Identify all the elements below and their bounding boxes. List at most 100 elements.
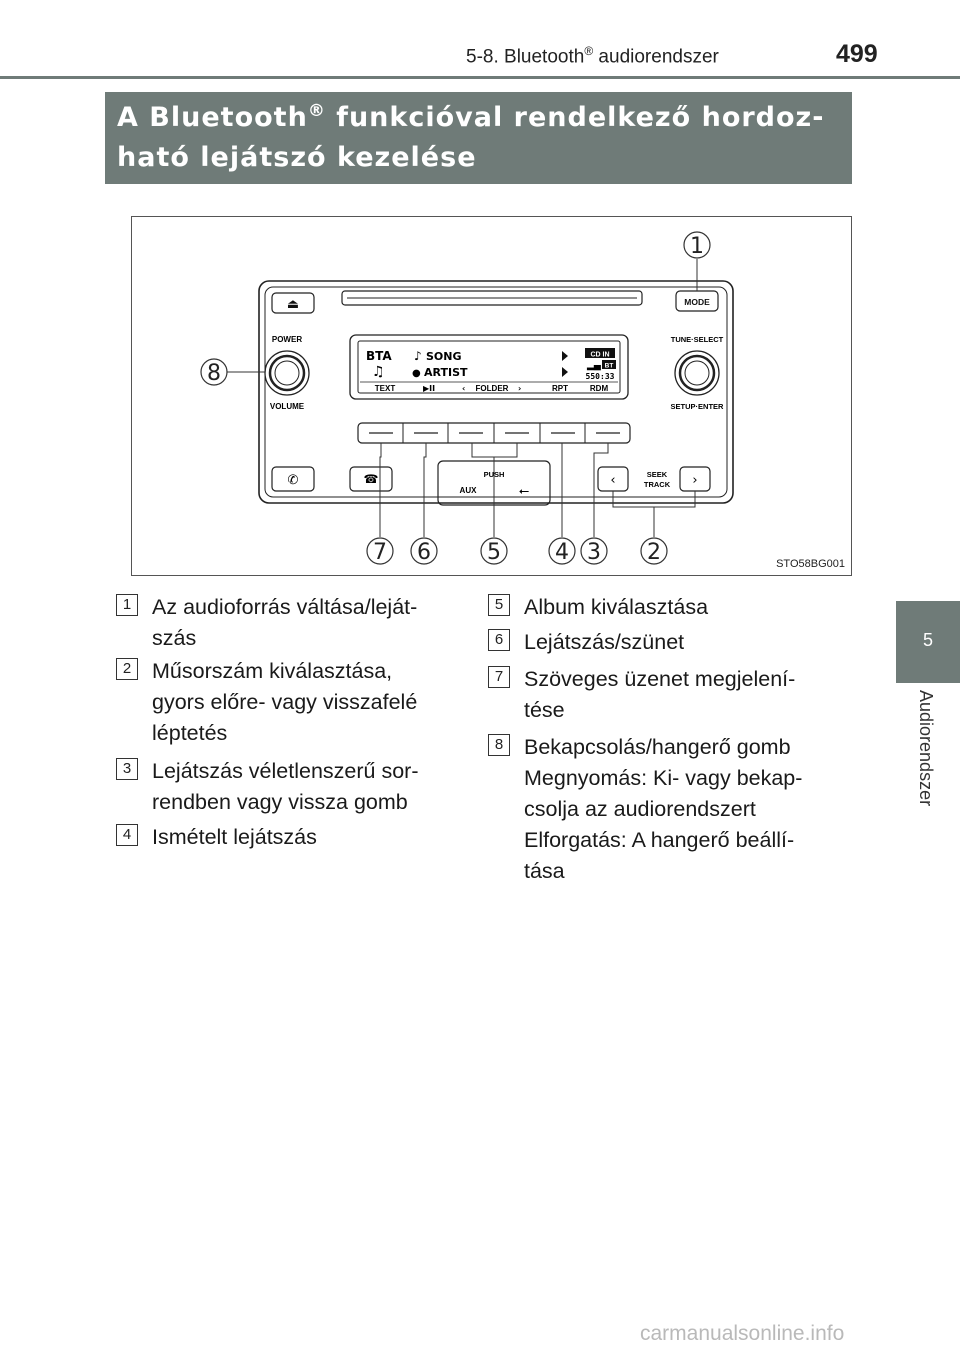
legend-text: Album kiválasztása xyxy=(524,595,709,619)
legend-text: Bekapcsolás/hangerő gomb Megnyomás: Ki- … xyxy=(524,735,803,883)
legend-text: Lejátszás véletlenszerű sor- rendben vag… xyxy=(152,759,419,814)
callout-1-circle xyxy=(683,231,711,259)
legend-number: 5 xyxy=(488,594,510,616)
volume-label: VOLUME xyxy=(270,402,305,411)
track-label: TRACK xyxy=(644,480,671,489)
chevron-left-icon: ‹ xyxy=(610,473,615,488)
callout-5-circle xyxy=(480,537,508,565)
banner-line-1: A Bluetooth® funkcióval rendelkező hordo… xyxy=(117,98,840,138)
folder-next-icon: › xyxy=(518,384,521,393)
header-divider xyxy=(0,76,960,79)
legend-item-8: 8 Bekapcsolás/hangerő gomb Megnyomás: Ki… xyxy=(488,732,848,887)
section-banner: A Bluetooth® funkcióval rendelkező hordo… xyxy=(105,92,852,184)
banner-title-part2: funkcióval rendelkező hordoz- xyxy=(325,102,825,133)
song-arrow-icon xyxy=(562,351,568,361)
watermark: carmanualsonline.info xyxy=(640,1322,845,1345)
display-song: SONG xyxy=(426,350,462,363)
display-screen xyxy=(357,340,621,394)
phone-hangup-icon: ☎ xyxy=(364,472,379,486)
mode-label: MODE xyxy=(684,297,710,307)
legend-number: 4 xyxy=(116,824,138,846)
callout-2-circle xyxy=(640,537,668,565)
faceplate-inner xyxy=(264,286,728,498)
display-artist: ARTIST xyxy=(424,366,468,379)
phone-pickup-icon: ✆ xyxy=(288,473,299,488)
legend-item-2: 2 Műsorszám kiválasztása, gyors előre- v… xyxy=(116,656,456,750)
softkey-label-play-pause: ▶II xyxy=(423,384,435,393)
legend-number: 6 xyxy=(488,629,510,651)
callout-2: 2 xyxy=(647,540,661,565)
softkey-label-text: TEXT xyxy=(375,384,396,393)
phone-pickup-button[interactable] xyxy=(271,466,315,492)
callout-5: 5 xyxy=(487,540,501,565)
tune-select-label: TUNE·SELECT xyxy=(671,335,724,344)
audio-unit-illustration: ⏏ MODE POWER VOLUME TUNE·SELECT SETUP·EN… xyxy=(200,231,734,565)
legend-item-5: 5 Album kiválasztása xyxy=(488,592,848,623)
power-label: POWER xyxy=(272,335,302,344)
legend-number: 3 xyxy=(116,758,138,780)
section-title-prefix: 5-8. Bluetooth xyxy=(466,46,585,68)
legend-number: 2 xyxy=(116,658,138,680)
callout-8: 8 xyxy=(207,361,221,386)
legend-text: Szöveges üzenet megjelení- tése xyxy=(524,667,796,722)
music-icon: ♫ xyxy=(372,364,385,380)
callout-8-circle xyxy=(200,358,228,386)
callout-4-circle xyxy=(548,537,576,565)
legend-item-6: 6 Lejátszás/szünet xyxy=(488,627,848,658)
banner-title-part1: A Bluetooth xyxy=(117,102,308,133)
aux-label: AUX xyxy=(460,486,478,495)
softkey-label-folder: FOLDER xyxy=(476,384,509,393)
callout-3-circle xyxy=(580,537,608,565)
callout-6-circle xyxy=(410,537,438,565)
tune-knob[interactable] xyxy=(674,350,720,396)
running-header: 5-8. Bluetooth® audiorendszer xyxy=(466,44,719,68)
seek-label: SEEK xyxy=(647,470,668,479)
callout-7: 7 xyxy=(373,540,387,565)
faceplate-outer xyxy=(258,280,734,504)
banner-line-2: ható lejátszó kezelése xyxy=(117,142,477,173)
callout-6: 6 xyxy=(417,540,431,565)
page-number: 499 xyxy=(836,40,878,68)
callout-7-circle xyxy=(366,537,394,565)
display-bezel xyxy=(349,334,629,400)
setup-enter-label: SETUP·ENTER xyxy=(671,402,725,411)
callout-3: 3 xyxy=(587,540,601,565)
audio-unit-figure: ⏏ MODE POWER VOLUME TUNE·SELECT SETUP·EN… xyxy=(131,216,852,576)
eject-button[interactable] xyxy=(271,292,315,314)
legend-item-4: 4 Ismételt lejátszás xyxy=(116,822,456,853)
display-source: BTA xyxy=(366,349,392,363)
folder-prev-icon: ‹ xyxy=(462,384,465,393)
legend-item-3: 3 Lejátszás véletlenszerű sor- rendben v… xyxy=(116,756,456,818)
legend-number: 1 xyxy=(116,594,138,616)
legend-text: Műsorszám kiválasztása, gyors előre- vag… xyxy=(152,659,418,745)
signal-icon: ▂▄ xyxy=(586,361,602,371)
song-note-icon: ♪ xyxy=(414,349,422,363)
chevron-right-icon: › xyxy=(692,473,697,488)
chapter-label: Audiorendszer xyxy=(916,690,936,807)
eject-icon: ⏏ xyxy=(287,297,299,312)
legend-number: 7 xyxy=(488,666,510,688)
legend-item-1: 1 Az audioforrás váltása/leját- szás xyxy=(116,592,456,654)
artist-person-icon: ● xyxy=(412,368,421,379)
legend-item-7: 7 Szöveges üzenet megjelení- tése xyxy=(488,664,848,726)
cd-slot xyxy=(341,290,643,306)
section-title-suffix: audiorendszer xyxy=(593,46,719,68)
display-time: 550:33 xyxy=(586,372,615,381)
display-cd-in: CD IN xyxy=(590,352,609,359)
banner-registered-mark: ® xyxy=(307,101,326,121)
softkey-label-rpt: RPT xyxy=(552,384,568,393)
registered-mark: ® xyxy=(584,44,594,58)
display-bt: BT xyxy=(605,363,614,370)
leader-lines xyxy=(226,259,698,537)
artist-arrow-icon xyxy=(562,367,568,377)
legend-text: Az audioforrás váltása/leját- szás xyxy=(152,595,418,650)
phone-hangup-button[interactable] xyxy=(349,466,393,492)
chapter-tab: 5 xyxy=(896,601,960,683)
volume-knob[interactable] xyxy=(264,350,310,396)
legend-text: Ismételt lejátszás xyxy=(152,825,317,849)
figure-code: STO58BG001 xyxy=(776,558,845,570)
callout-1: 1 xyxy=(690,234,704,259)
usb-icon: ⭠ xyxy=(519,484,529,499)
softkey-label-rdm: RDM xyxy=(590,384,609,393)
callout-4: 4 xyxy=(555,540,569,565)
